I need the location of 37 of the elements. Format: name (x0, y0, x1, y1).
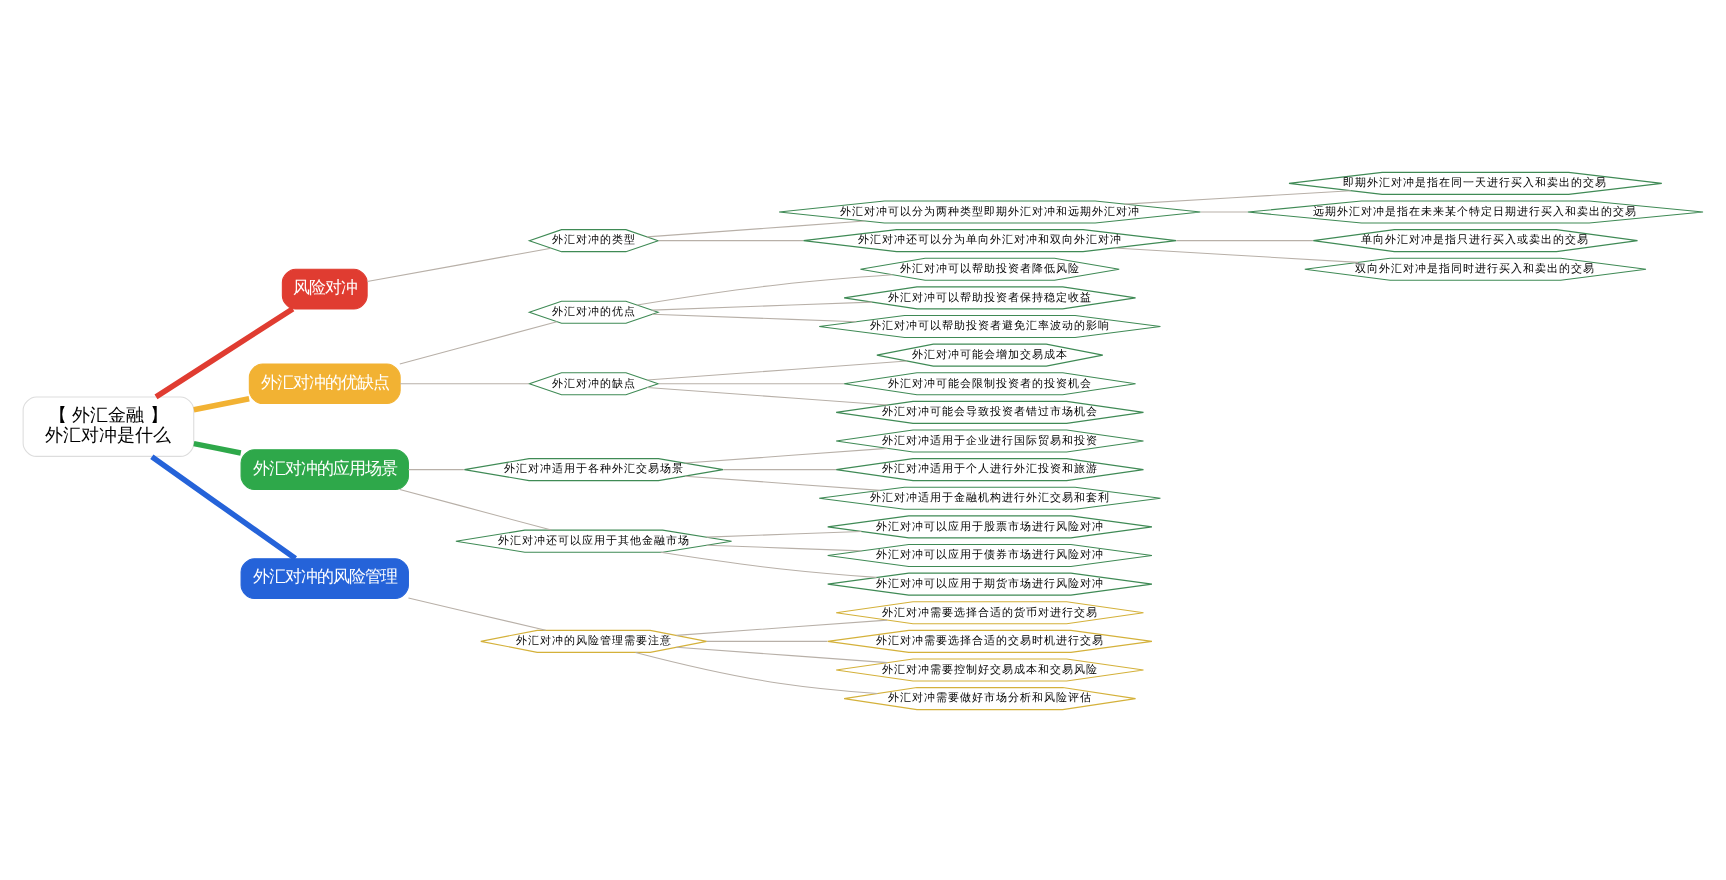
connector (651, 312, 857, 322)
connector (658, 239, 804, 241)
node-box: 【 外汇金融 】 外汇对冲是什么 (22, 395, 195, 456)
connector (658, 382, 845, 384)
connector (193, 395, 250, 412)
node-box: 风险对冲 (281, 267, 368, 309)
connector (684, 474, 881, 490)
connector (154, 305, 295, 399)
connector (675, 618, 888, 635)
connector (675, 645, 888, 663)
connector (646, 219, 866, 237)
connector (1124, 189, 1352, 204)
connector (407, 468, 465, 470)
connector (660, 550, 878, 577)
connector (722, 468, 837, 470)
connector (1200, 210, 1249, 212)
connector (706, 543, 862, 551)
connector (150, 453, 297, 560)
connector (366, 246, 552, 282)
connector (651, 300, 873, 310)
connector (706, 639, 828, 641)
connector (634, 650, 878, 694)
connector (399, 382, 530, 384)
node-box: 外汇对冲的优缺点 (248, 362, 401, 404)
connector (1175, 239, 1314, 241)
connector (193, 439, 242, 455)
connector (636, 273, 894, 305)
connector (399, 487, 552, 530)
connector (1113, 246, 1359, 262)
connector (646, 359, 908, 380)
node-box: 外汇对冲的风险管理 (240, 557, 409, 598)
connector (399, 320, 558, 364)
connector (684, 446, 888, 463)
connector (646, 386, 888, 405)
connector (407, 596, 547, 630)
node-box: 外汇对冲的应用场景 (240, 448, 409, 489)
connector (706, 529, 862, 537)
